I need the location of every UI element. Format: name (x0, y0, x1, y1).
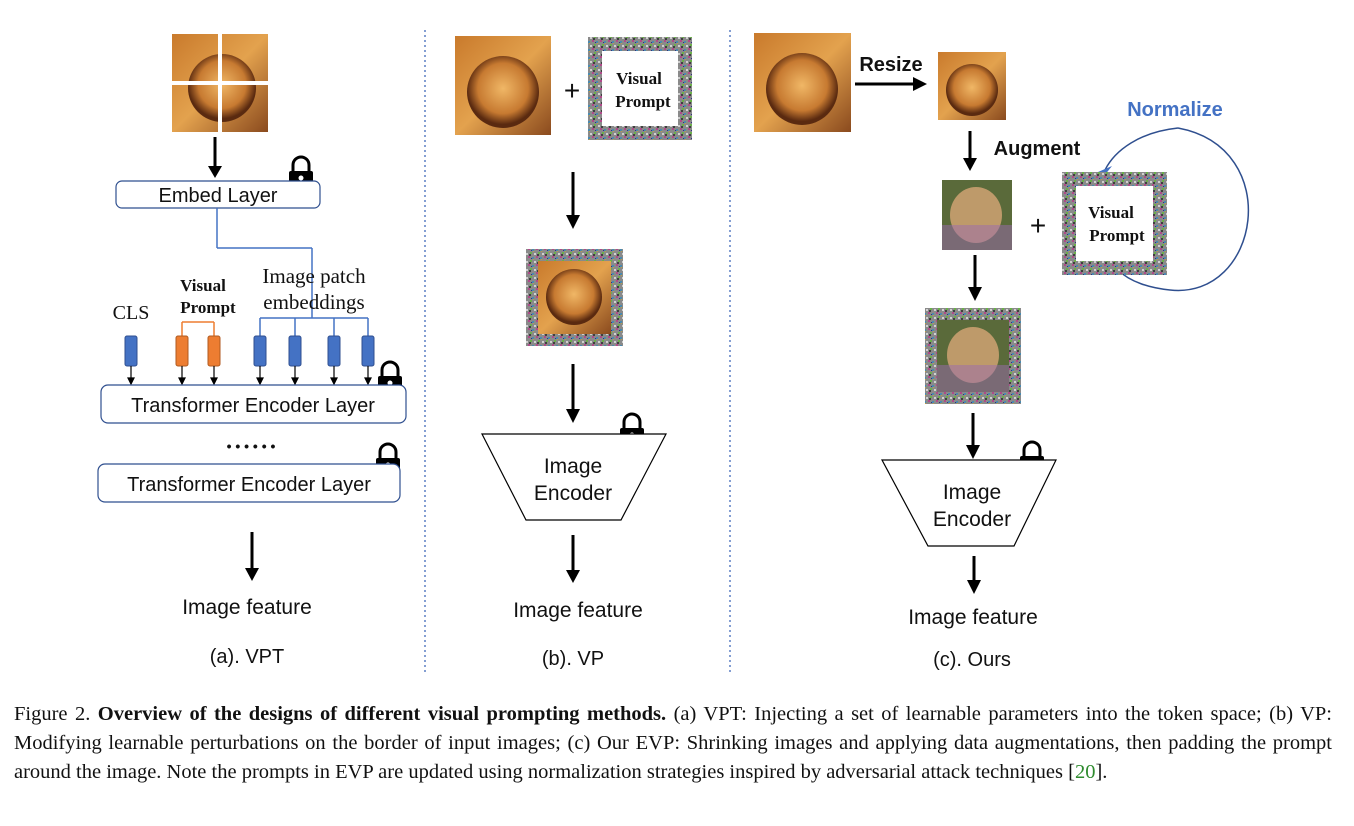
embed-layer-box (115, 180, 321, 209)
augmented-cat-image (942, 180, 1012, 250)
ellipsis: • • • • • • (227, 438, 276, 454)
panel-vpt: Embed Layer CLS Visual Prompt Image patc… (97, 34, 407, 668)
prompted-image (526, 249, 623, 346)
cat-patches-image (172, 34, 268, 132)
normalize-loop-arrow (1117, 127, 1250, 292)
resize-label: Resize (859, 54, 922, 76)
encoder-label-1: Image (544, 455, 602, 478)
citation-link[interactable]: 20 (1074, 761, 1096, 783)
panel-ours: Resize Augment Normalize + Visual Prompt (754, 33, 1250, 671)
visual-prompt-label-2: Prompt (180, 298, 236, 317)
panel-caption-vp: (b). VP (542, 648, 604, 670)
image-feature-label: Image feature (513, 599, 643, 622)
vp-prompt-label-2: Prompt (615, 92, 671, 111)
caption-body: (a) VPT: Injecting a set of learnable pa… (14, 703, 1333, 783)
figure-caption: Figure 2. Overview of the designs of dif… (14, 700, 1332, 787)
image-feature-label: Image feature (182, 596, 312, 619)
image-patch-label-2: embeddings (263, 290, 364, 314)
plus-sign: + (564, 75, 580, 106)
embed-layer-label: Embed Layer (159, 185, 278, 207)
encoder-label-2: Encoder (534, 482, 612, 505)
caption-end: ]. (1095, 761, 1108, 783)
encoder-layer-box-2 (97, 463, 401, 503)
ours-prompt-label-1: Visual (1088, 203, 1134, 222)
figure-canvas: Embed Layer CLS Visual Prompt Image patc… (97, 30, 1250, 672)
encoder-label-2: Encoder (933, 508, 1011, 531)
patch-token (253, 335, 267, 367)
patch-token (288, 335, 302, 367)
caption-label: Figure 2. (14, 703, 91, 725)
cls-token (124, 335, 138, 367)
panel-vp: + Visual Prompt Image Encoder Image feat… (455, 36, 692, 670)
patch-token (361, 335, 375, 367)
encoder-layer-label-2: Transformer Encoder Layer (127, 474, 371, 496)
visual-prompt-frame (1062, 172, 1167, 275)
encoder-layer-box-1 (100, 384, 407, 424)
normalize-label: Normalize (1127, 99, 1223, 121)
resized-cat-image (938, 52, 1006, 120)
patch-token (327, 335, 341, 367)
prompted-augmented-image (925, 308, 1021, 404)
augment-label: Augment (994, 138, 1081, 160)
cls-label: CLS (113, 302, 150, 324)
image-feature-label: Image feature (908, 606, 1038, 629)
encoder-layer-label-1: Transformer Encoder Layer (131, 395, 375, 417)
visual-prompt-frame (588, 37, 692, 140)
image-patch-label-1: Image patch (262, 264, 366, 288)
caption-title: Overview of the designs of different vis… (97, 703, 667, 725)
image-encoder-shape (880, 459, 1057, 547)
image-encoder-shape (481, 433, 667, 521)
encoder-label-1: Image (943, 481, 1001, 504)
vp-prompt-label-1: Visual (616, 69, 662, 88)
panel-caption-ours: (c). Ours (933, 649, 1011, 671)
prompt-token (175, 335, 189, 367)
prompt-token (207, 335, 221, 367)
cat-image (455, 36, 551, 135)
ours-prompt-label-2: Prompt (1089, 226, 1145, 245)
panel-caption-vpt: (a). VPT (210, 646, 284, 668)
plus-sign: + (1030, 210, 1046, 241)
cat-image (754, 33, 851, 132)
visual-prompt-label-1: Visual (180, 276, 226, 295)
